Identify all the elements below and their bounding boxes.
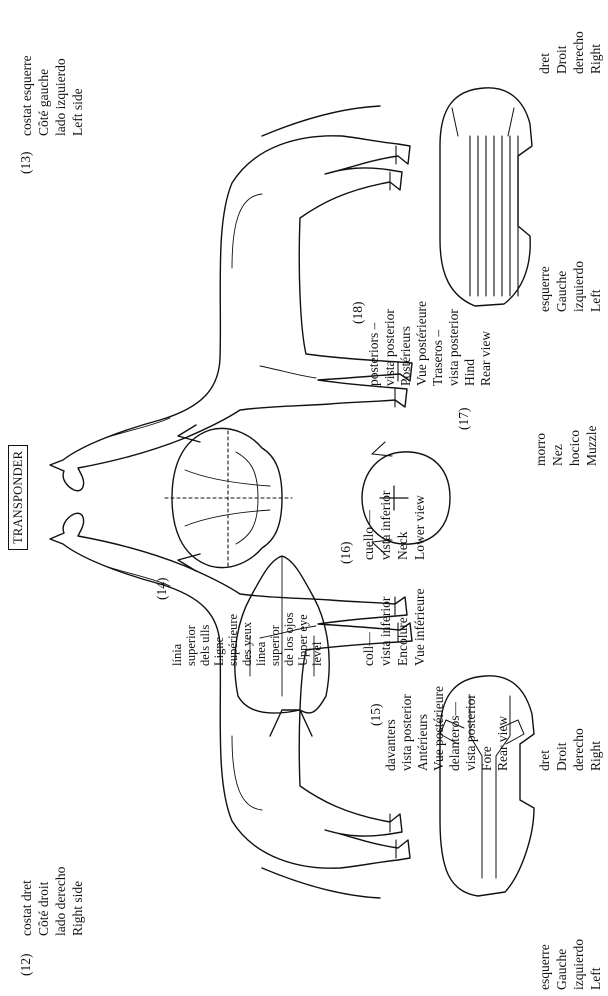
hind-right-leg-line: Right (587, 31, 604, 74)
fore-right-leg-labels: dret Droit derecho Right (536, 728, 604, 771)
fore-left-leg-line: Left (587, 939, 604, 990)
upper-eye-line: de los ojos (282, 613, 296, 666)
fore-right-leg-line: derecho (570, 728, 587, 771)
upper-eye-line: línia (170, 613, 184, 666)
left-side-label-ca: costat esquerre (18, 55, 35, 136)
hind-rear-line: posteriors – (366, 301, 382, 386)
muzzle-line: Muzzle (583, 426, 600, 466)
upper-eye-line: superior (268, 613, 282, 666)
left-side-label-fr: Côté gauche (35, 55, 52, 136)
fore-left-leg-line: Gauche (553, 939, 570, 990)
left-side-label-en: Left side (69, 55, 86, 136)
neck-line: Neck (394, 491, 411, 560)
fore-rear-number: (15) (368, 704, 384, 727)
upper-eye-labels: línia superior dels ulls Ligne supérieur… (170, 613, 324, 666)
fore-rear-line: vista posterior (399, 686, 415, 771)
hind-right-leg-line: derecho (570, 31, 587, 74)
fore-rear-labels: davanters vista posterior Antérieurs Vue… (383, 686, 511, 771)
fore-right-leg-line: Right (587, 728, 604, 771)
neck-number: (16) (338, 542, 354, 565)
hind-left-leg-labels: esquerre Gauche izquierdo Left (536, 261, 604, 312)
hind-rear-line: Rear view (478, 301, 494, 386)
hind-rear-line: Vue postérieure (414, 301, 430, 386)
upper-eye-line: level (310, 613, 324, 666)
hind-right-leg-line: Droit (553, 31, 570, 74)
muzzle-line: morro (532, 426, 549, 466)
hind-rear-line: vista posterior (382, 301, 398, 386)
hind-rear-line: vista posterior (446, 301, 462, 386)
upper-eye-line: superior (184, 613, 198, 666)
upper-eye-line: dels ulls (198, 613, 212, 666)
hind-right-leg-labels: dret Droit derecho Right (536, 31, 604, 74)
fore-rear-line: Fore (479, 686, 495, 771)
right-side-number: (12) (18, 954, 34, 977)
right-side-label-es: lado derecho (52, 867, 69, 936)
fore-rear-line: Vue postérieure (431, 686, 447, 771)
left-side-label-es: lado izquierdo (52, 55, 69, 136)
fore-right-leg-line: dret (536, 728, 553, 771)
upper-eye-line: Upper eye (296, 613, 310, 666)
right-side-label-en: Right side (69, 867, 86, 936)
hind-right-leg-line: dret (536, 31, 553, 74)
muzzle-line: hocico (566, 426, 583, 466)
hind-rear-line: Hind (462, 301, 478, 386)
fore-rear-line: Rear view (495, 686, 511, 771)
upper-eye-line: Ligne (212, 613, 226, 666)
right-side-label-fr: Côté droit (35, 867, 52, 936)
hind-left-leg-line: izquierdo (570, 261, 587, 312)
head-front-view-drawing (165, 425, 292, 571)
upper-eye-line: des yeux (240, 613, 254, 666)
neck-line: cuello — (360, 491, 377, 560)
muzzle-number: (17) (456, 408, 472, 431)
neck-line: Lower view (411, 491, 428, 560)
fore-rear-line: vista posterior (463, 686, 479, 771)
hind-left-leg-line: Left (587, 261, 604, 312)
muzzle-line: Nez (549, 426, 566, 466)
upper-eye-line: supérieure (226, 613, 240, 666)
left-side-labels: costat esquerre Côté gauche lado izquier… (18, 55, 86, 136)
neck-line: vista inferior (377, 588, 394, 666)
muzzle-labels: morro Nez hocico Muzzle (532, 426, 600, 466)
neck-line: Encolure (394, 588, 411, 666)
hind-rear-labels: posteriors – vista posterior Postérieurs… (366, 301, 494, 386)
left-side-horse-drawing (50, 106, 412, 491)
fore-left-leg-line: esquerre (536, 939, 553, 990)
upper-eye-line: línea (254, 613, 268, 666)
neck-line: Vue inférieure (411, 588, 428, 666)
upper-eye-number: (14) (154, 578, 170, 601)
neck-line: coll— (360, 588, 377, 666)
neck-line: vista inferior (377, 491, 394, 560)
fore-left-leg-labels: esquerre Gauche izquierdo Left (536, 939, 604, 990)
right-side-horse-drawing (50, 513, 412, 898)
transponder-label: TRANSPONDER (8, 445, 28, 550)
hind-left-leg-line: Gauche (553, 261, 570, 312)
fore-left-leg-line: izquierdo (570, 939, 587, 990)
neck-labels-col2: cuello — vista inferior Neck Lower view (360, 491, 428, 560)
fore-rear-line: delanteros— (447, 686, 463, 771)
fore-right-leg-line: Droit (553, 728, 570, 771)
hind-legs-rear-view-drawing (440, 88, 532, 306)
right-side-labels: costat dret Côté droit lado derecho Righ… (18, 867, 86, 936)
hind-rear-line: Postérieurs (398, 301, 414, 386)
hind-rear-number: (18) (350, 302, 366, 325)
hind-rear-line: Traseros – (430, 301, 446, 386)
fore-rear-line: Antérieurs (415, 686, 431, 771)
fore-rear-line: davanters (383, 686, 399, 771)
left-side-number: (13) (18, 152, 34, 175)
right-side-label-ca: costat dret (18, 867, 35, 936)
hind-left-leg-line: esquerre (536, 261, 553, 312)
neck-labels-col1: coll— vista inferior Encolure Vue inféri… (360, 588, 428, 666)
